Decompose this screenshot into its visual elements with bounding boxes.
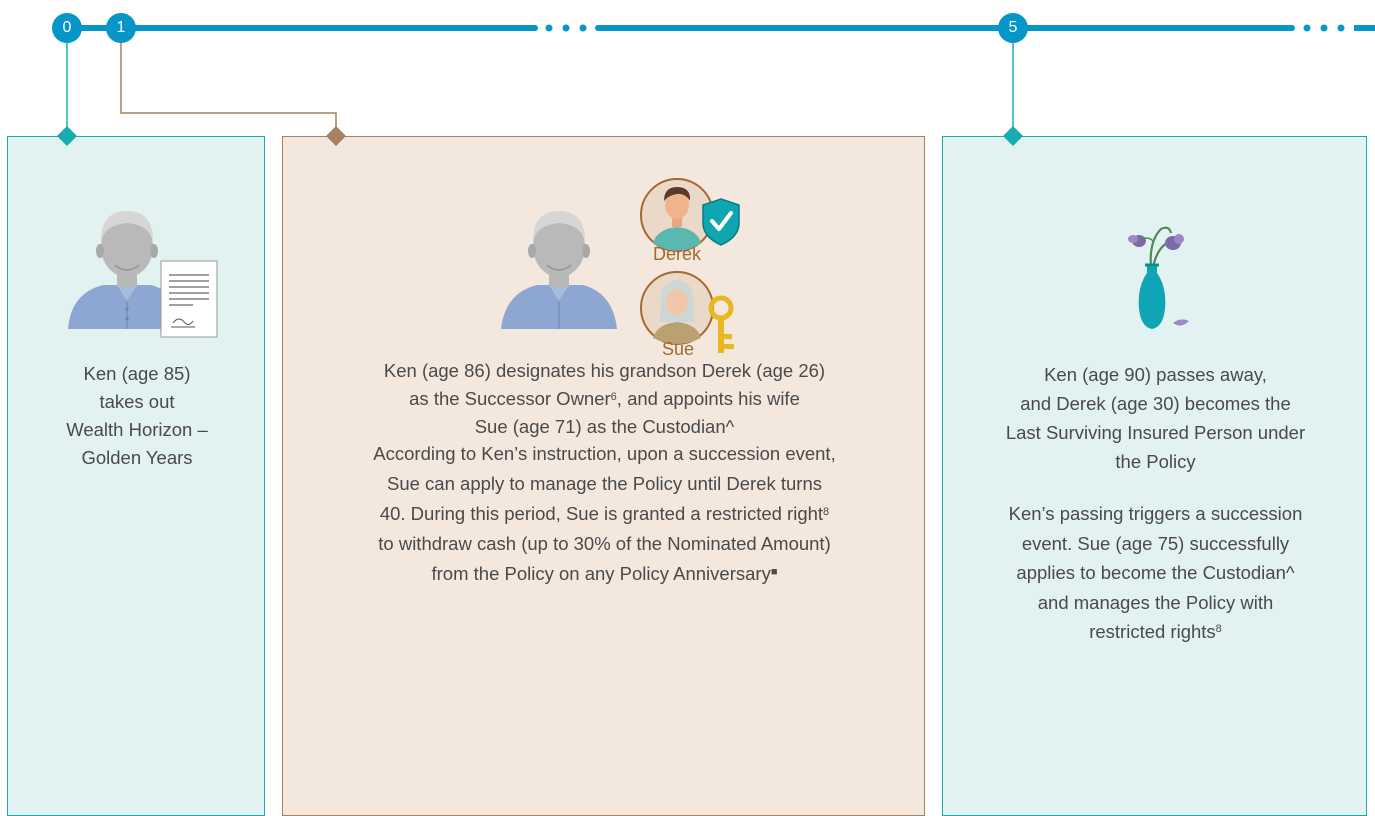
year-marker-5: 5: [998, 13, 1028, 43]
elderly-man-with-document-icon: [68, 211, 218, 338]
card-year1-paragraph-1: Ken (age 86) designates his grandson Der…: [383, 360, 826, 437]
square-mark: ■: [770, 566, 778, 578]
diamond-marker-year5: [1003, 126, 1023, 146]
elderly-man-icon: [501, 211, 617, 329]
year-marker-0: 0: [52, 13, 82, 43]
card-year1: Derek Sue Ken (age 86) designates his gr…: [282, 136, 925, 816]
connector-year1: [120, 40, 337, 136]
derek-label: Derek: [652, 244, 701, 264]
diamond-marker-year0: [57, 126, 77, 146]
wife-sue-icon: [640, 271, 734, 353]
year-marker-1: 1: [106, 13, 136, 43]
timeline-dot: [562, 24, 570, 32]
card-year1-paragraph-2: According to Ken’s instruction, upon a s…: [373, 443, 836, 584]
timeline-dot: [1337, 24, 1345, 32]
card-year0-text: Ken (age 85) takes out Wealth Horizon – …: [66, 363, 208, 468]
card-year5-paragraph-2: Ken’s passing triggers a succession even…: [1008, 503, 1303, 642]
timeline-dot: [545, 24, 553, 32]
timeline-dot: [1320, 24, 1328, 32]
vase-wilted-flower-icon: [1128, 226, 1189, 329]
sue-label: Sue: [661, 339, 695, 359]
card-year5: Ken (age 90) passes away, and Derek (age…: [942, 136, 1367, 816]
card-year0: Ken (age 85) takes out Wealth Horizon – …: [7, 136, 265, 816]
grandson-derek-icon: [640, 178, 740, 252]
timeline-dot: [1303, 24, 1311, 32]
timeline-dot: [579, 24, 587, 32]
diamond-marker-year1: [326, 126, 346, 146]
card-year5-paragraph-1: Ken (age 90) passes away, and Derek (age…: [1005, 364, 1306, 472]
